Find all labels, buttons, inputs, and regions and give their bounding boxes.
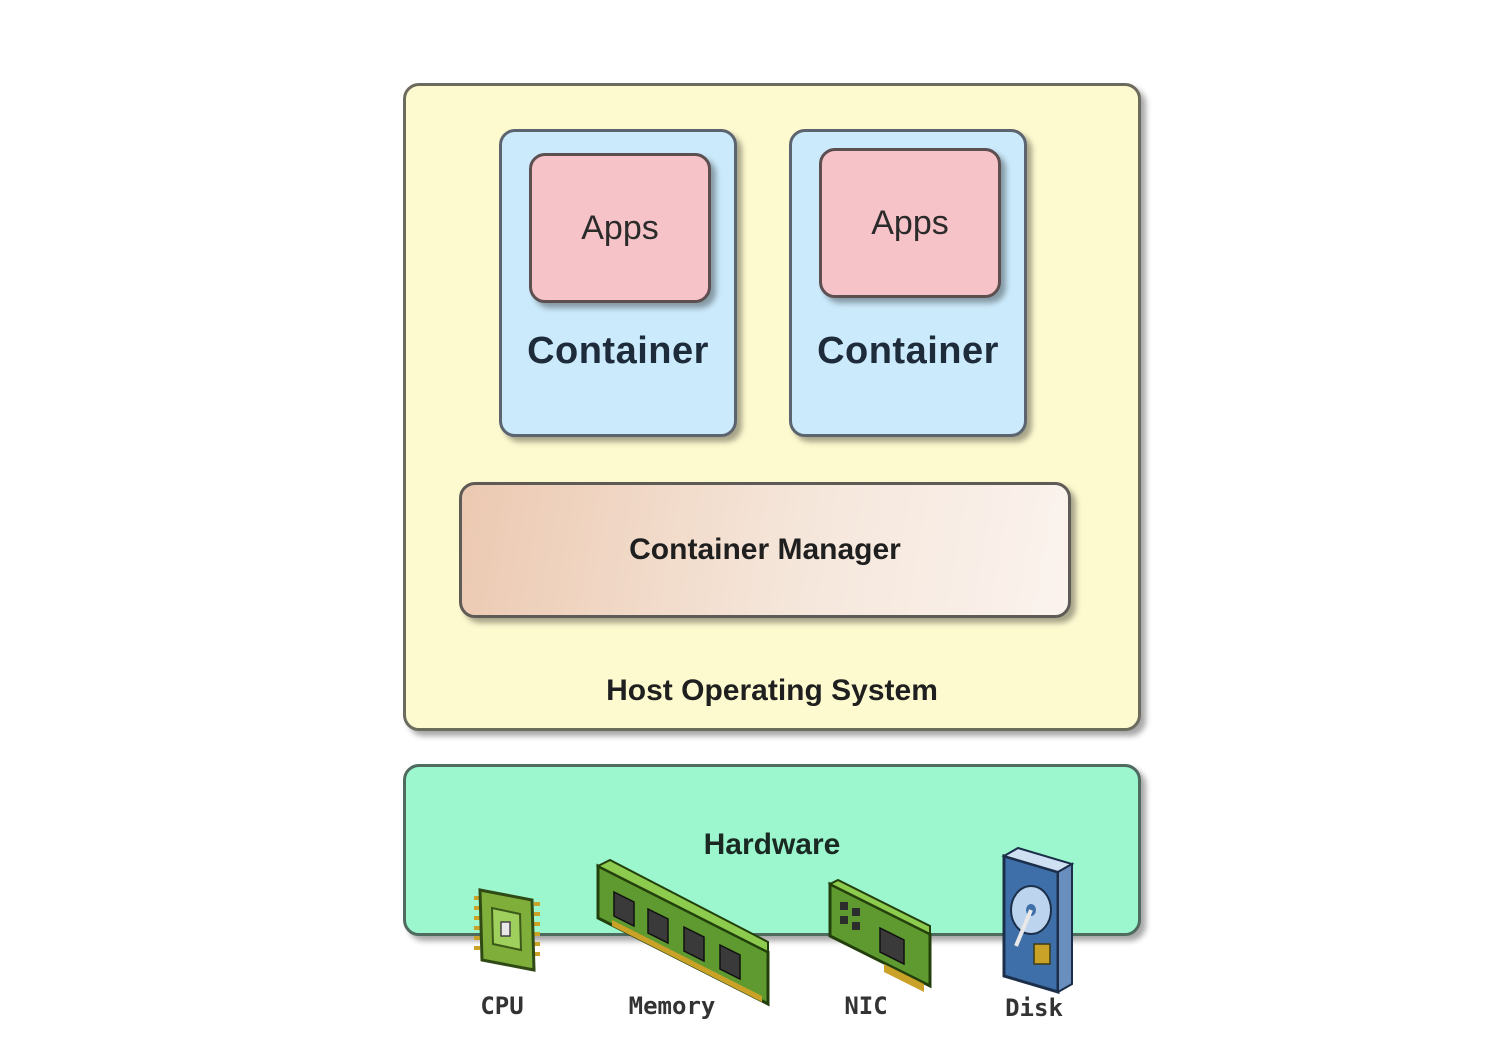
hardware-label: Hardware — [703, 828, 841, 861]
host-os-label: Host Operating System — [606, 674, 938, 707]
disk-label: Disk — [1005, 994, 1063, 1022]
nic-label: NIC — [844, 992, 888, 1020]
container-box-1: Apps Container — [499, 129, 737, 437]
apps-label-2: Apps — [871, 203, 949, 242]
apps-label-1: Apps — [581, 208, 659, 247]
apps-box-1: Apps — [529, 153, 711, 303]
memory-module-icon — [595, 858, 770, 1007]
cpu-label: CPU — [480, 992, 524, 1020]
hard-disk-icon — [1001, 846, 1075, 995]
cpu-chip-icon — [474, 888, 540, 972]
container-manager-box: Container Manager — [459, 482, 1071, 618]
container-manager-label: Container Manager — [629, 533, 901, 566]
container-box-2: Apps Container — [789, 129, 1027, 437]
apps-box-2: Apps — [819, 148, 1001, 298]
container-label-1: Container — [527, 330, 709, 372]
container-label-2: Container — [817, 330, 999, 372]
memory-label: Memory — [628, 992, 716, 1020]
network-card-icon — [827, 878, 932, 992]
